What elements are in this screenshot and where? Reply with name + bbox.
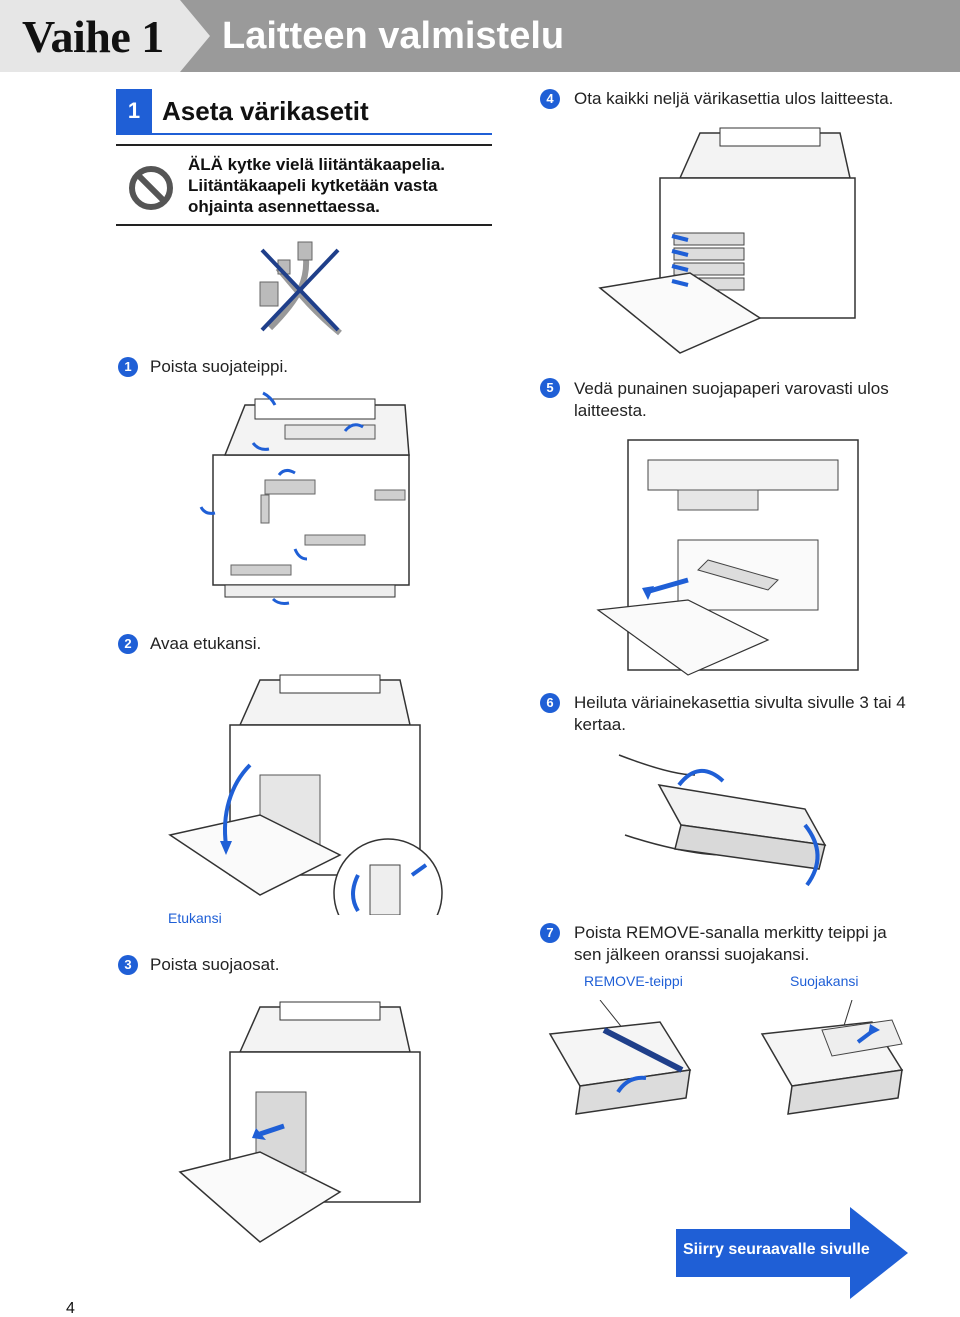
warning-top-rule bbox=[116, 144, 492, 146]
step-text-line: Heiluta väriainekasettia sivulta sivulle… bbox=[574, 693, 906, 712]
section-number: 1 bbox=[116, 89, 152, 133]
step-number: 7 bbox=[540, 923, 560, 943]
step-number: 4 bbox=[540, 89, 560, 109]
step-text: Avaa etukansi. bbox=[150, 634, 262, 653]
section-title: Aseta värikasetit bbox=[162, 96, 369, 126]
printer-tape-illustration bbox=[195, 385, 420, 610]
section-underline bbox=[116, 133, 492, 135]
printer-cartridges-out-illustration bbox=[590, 118, 860, 363]
page-title: Laitteen valmistelu bbox=[222, 15, 565, 57]
step-text: Ota kaikki neljä värikasettia ulos laitt… bbox=[574, 89, 894, 108]
printer-pull-paper-illustration bbox=[588, 430, 863, 680]
cartridge-shake-illustration bbox=[615, 745, 840, 905]
step-text: Vedä punainen suojapaperi varovasti ulos… bbox=[574, 378, 889, 422]
next-page-arrow[interactable] bbox=[676, 1207, 908, 1299]
step-number: 6 bbox=[540, 693, 560, 713]
step-label: Vaihe 1 bbox=[22, 11, 164, 62]
printer-open-cover-illustration bbox=[160, 665, 445, 915]
caption-protective-cover: Suojakansi bbox=[790, 973, 859, 989]
cartridge-remove-cover-illustration bbox=[752, 1000, 912, 1130]
step-text: Poista suojateippi. bbox=[150, 357, 288, 376]
printer-protective-parts-illustration bbox=[160, 992, 445, 1252]
cartridge-remove-tape-illustration bbox=[540, 1000, 700, 1130]
warning-line: Liitäntäkaapeli kytketään vasta bbox=[188, 176, 438, 195]
step-text-line: Vedä punainen suojapaperi varovasti ulos bbox=[574, 379, 889, 398]
step-text: Poista suojaosat. bbox=[150, 955, 280, 974]
warning-text: ÄLÄ kytke vielä liitäntäkaapelia. Liitän… bbox=[188, 154, 488, 217]
warning-line: ÄLÄ kytke vielä liitäntäkaapelia. bbox=[188, 155, 446, 174]
no-entry-icon bbox=[128, 165, 174, 211]
cable-crossed-illustration bbox=[240, 238, 360, 338]
page-header: Vaihe 1 Laitteen valmistelu bbox=[0, 0, 960, 72]
caption-remove-tape: REMOVE-teippi bbox=[584, 973, 683, 989]
step-number: 5 bbox=[540, 378, 560, 398]
step-text: Heiluta väriainekasettia sivulta sivulle… bbox=[574, 692, 906, 736]
step-tab: Vaihe 1 bbox=[0, 0, 210, 72]
page-number: 4 bbox=[66, 1300, 75, 1317]
step-text-line: laitteesta. bbox=[574, 401, 647, 420]
step-number: 3 bbox=[118, 955, 138, 975]
warning-line: ohjainta asennettaessa. bbox=[188, 197, 380, 216]
step-text-line: sen jälkeen oranssi suojakansi. bbox=[574, 945, 810, 964]
step-text-line: kertaa. bbox=[574, 715, 626, 734]
step-number: 1 bbox=[118, 357, 138, 377]
next-page-label[interactable]: Siirry seuraavalle sivulle bbox=[683, 1241, 870, 1258]
step-text-line: Poista REMOVE-sanalla merkitty teippi ja bbox=[574, 923, 887, 942]
step-number: 2 bbox=[118, 634, 138, 654]
step-text: Poista REMOVE-sanalla merkitty teippi ja… bbox=[574, 922, 887, 966]
caption-front-cover: Etukansi bbox=[168, 910, 222, 926]
warning-bottom-rule bbox=[116, 224, 492, 226]
